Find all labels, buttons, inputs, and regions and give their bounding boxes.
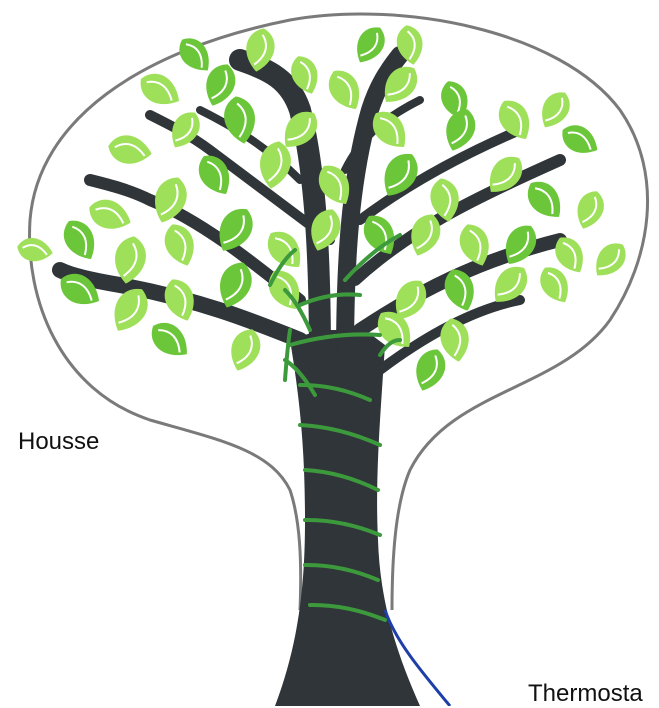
- leaf-icon: [106, 132, 154, 167]
- leaf-icon: [409, 345, 450, 396]
- leaf-icon: [520, 174, 570, 226]
- leaf-icon: [556, 119, 603, 161]
- leaf-icon: [192, 149, 238, 201]
- leaf-icon: [172, 31, 217, 78]
- housse-label: Housse: [18, 428, 99, 456]
- leaf-icon: [571, 187, 609, 233]
- leaf-icon: [15, 236, 54, 265]
- leaf-icon: [144, 315, 196, 365]
- leaf-icon: [134, 67, 186, 113]
- thermostat-label: Thermosta: [528, 680, 643, 708]
- leaf-icon: [587, 236, 632, 283]
- leaf-icon: [85, 194, 136, 235]
